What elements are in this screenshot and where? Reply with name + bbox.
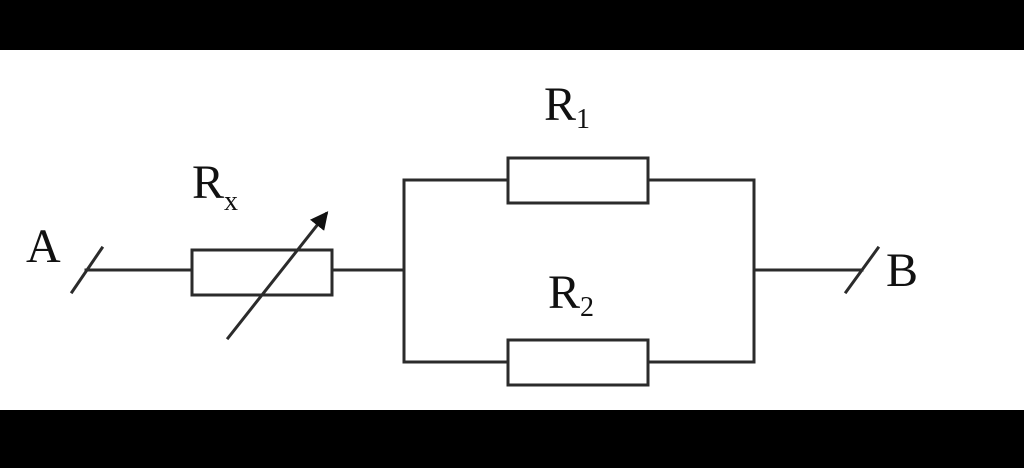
resistor-r2 — [506, 338, 650, 387]
label-r1: R1 — [544, 78, 590, 135]
label-r1-letter: R — [544, 78, 576, 131]
resistor-r1 — [506, 156, 650, 205]
terminal-b-mark — [843, 245, 881, 295]
label-r1-sub: 1 — [576, 104, 590, 135]
label-rx-letter: R — [192, 156, 224, 209]
label-r2-sub: 2 — [580, 292, 594, 323]
label-r2: R2 — [548, 266, 594, 323]
variable-arrow-icon — [225, 211, 329, 341]
terminal-b-label: B — [886, 244, 918, 297]
variable-resistor-rx — [190, 248, 334, 297]
label-rx-sub: x — [224, 186, 238, 217]
terminal-a-label: A — [26, 220, 61, 273]
label-r2-letter: R — [548, 266, 580, 319]
label-rx: Rx — [192, 156, 238, 217]
